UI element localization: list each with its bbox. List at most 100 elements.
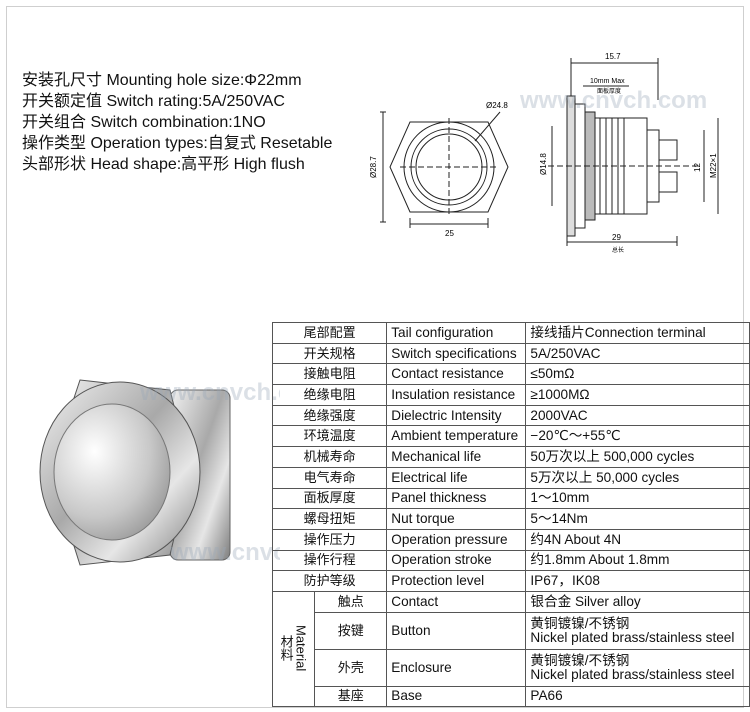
row-label-en: Operation stroke xyxy=(386,549,527,572)
row-label-en: Contact resistance xyxy=(386,363,527,386)
value-line-en: Nickel plated brass/stainless steel xyxy=(530,629,735,645)
row-label-en: Switch specifications xyxy=(386,342,527,365)
watermark: www.cnvch.com xyxy=(519,87,707,114)
row-label-en: Enclosure xyxy=(386,648,527,687)
value-line-zh: 黄铜镀镍/不锈钢 xyxy=(530,615,630,631)
row-label-en: Dielectric Intensity xyxy=(386,404,527,427)
front-view xyxy=(380,111,509,228)
row-label-en: Contact xyxy=(386,590,527,613)
row-label-zh: 按键 xyxy=(314,611,388,650)
material-group-label: Material 材料 xyxy=(271,590,316,708)
row-value: 约1.8mm About 1.8mm xyxy=(525,549,750,572)
watermark-photo: www.cnvch.com xyxy=(139,379,280,406)
value-line-en: Nickel plated brass/stainless steel xyxy=(530,666,735,682)
row-label-zh: 电气寿命 xyxy=(271,466,388,489)
dim-side-bottom-length: 29 xyxy=(612,233,621,242)
dim-side-panel-note: 面板厚度 xyxy=(597,87,621,95)
row-label-zh: 机械寿命 xyxy=(271,446,388,468)
row-value: 约4N About 4N xyxy=(525,528,750,551)
material-label-zh: 材料 xyxy=(278,634,294,661)
row-label-en: Mechanical life xyxy=(386,446,527,468)
row-value: −20℃～+55℃ xyxy=(525,425,750,448)
value-line-zh: 黄铜镀镍/不锈钢 xyxy=(530,652,630,668)
dim-side-terminal: 12 xyxy=(693,163,702,172)
row-label-zh: 防护等级 xyxy=(271,570,388,592)
row-value: PA66 xyxy=(525,685,750,708)
row-label-zh: 绝缘强度 xyxy=(271,404,388,427)
row-label-zh: 接触电阻 xyxy=(271,363,388,386)
spec-line-operation-type: 操作类型 Operation types:自复式 Resetable xyxy=(22,135,333,152)
row-value: 接线插片Connection terminal xyxy=(525,322,750,344)
technical-drawing: Ø24.8 Ø28.7 25 15.7 10mm Max 面板厚度 Ø14.8 … xyxy=(369,52,719,254)
watermark-photo-2: www.cnvch.com xyxy=(169,539,280,566)
row-label-en: Protection level xyxy=(386,570,527,592)
row-label-en: Button xyxy=(386,611,527,650)
row-label-zh: 外壳 xyxy=(314,648,388,687)
row-label-en: Ambient temperature xyxy=(386,425,527,448)
row-label-zh: 操作行程 xyxy=(271,549,388,572)
row-value: 1～10mm xyxy=(525,487,750,510)
push-button-cap xyxy=(53,403,171,541)
dim-side-bottom-note: 总长 xyxy=(612,246,624,254)
row-label-zh: 环境温度 xyxy=(271,425,388,448)
row-label-zh: 操作压力 xyxy=(271,528,388,551)
row-value: 5A/250VAC xyxy=(525,342,750,365)
material-row-base: 基座 Base PA66 xyxy=(273,685,750,708)
row-value: 5～14Nm xyxy=(525,508,750,530)
product-photo: www.cnvch.com www.cnvch.com xyxy=(39,379,280,566)
row-label-en: Nut torque xyxy=(386,508,527,530)
row-label-en: Panel thickness xyxy=(386,487,527,510)
side-view xyxy=(548,58,719,246)
dim-side-top-total: 15.7 xyxy=(605,52,621,61)
row-label-zh: 面板厚度 xyxy=(271,487,388,510)
spec-line-switch-rating: 开关额定值 Switch rating:5A/250VAC xyxy=(22,93,285,110)
row-label-en: Tail configuration xyxy=(386,322,527,344)
row-label-zh: 绝缘电阻 xyxy=(271,384,388,406)
row-label-en: Insulation resistance xyxy=(386,384,527,406)
material-row-contact: Material 材料 触点 Contact 银合金 Silver alloy xyxy=(271,590,750,708)
row-label-zh: 基座 xyxy=(314,685,388,708)
row-value: ≥1000MΩ xyxy=(525,384,750,406)
row-label-en: Operation pressure xyxy=(386,528,527,551)
row-label-zh: 螺母扭矩 xyxy=(271,508,388,530)
row-label-zh: 开关规格 xyxy=(271,342,388,365)
row-label-en: Electrical life xyxy=(386,466,527,489)
row-label-en: Base xyxy=(386,685,527,708)
spec-line-mounting-hole: 安装孔尺寸 Mounting hole size:Φ22mm xyxy=(22,72,302,89)
dim-side-body-diameter: Ø14.8 xyxy=(539,153,548,175)
row-value: ≤50mΩ xyxy=(525,363,750,386)
material-label-en: Material xyxy=(293,624,309,671)
dim-front-inner-diameter: Ø24.8 xyxy=(486,101,508,110)
row-value: IP67，IK08 xyxy=(525,570,750,592)
row-value: 银合金 Silver alloy xyxy=(525,590,750,613)
dim-front-width: 25 xyxy=(445,229,454,238)
spec-line-switch-combination: 开关组合 Switch combination:1NO xyxy=(22,114,266,131)
spec-line-head-shape: 头部形状 Head shape:高平形 High flush xyxy=(22,156,305,173)
row-label-zh: 尾部配置 xyxy=(271,322,388,344)
row-value: 2000VAC xyxy=(525,404,750,427)
dim-side-thread: M22×1 xyxy=(709,153,718,178)
spec-summary: 安装孔尺寸 Mounting hole size:Φ22mm 开关额定值 Swi… xyxy=(22,70,332,175)
row-label-zh: 触点 xyxy=(314,590,388,613)
dim-side-panel-range: 10mm Max xyxy=(590,78,625,85)
dim-front-outer-diameter: Ø28.7 xyxy=(369,156,378,178)
row-value: 5万次以上 50,000 cycles xyxy=(525,466,750,489)
